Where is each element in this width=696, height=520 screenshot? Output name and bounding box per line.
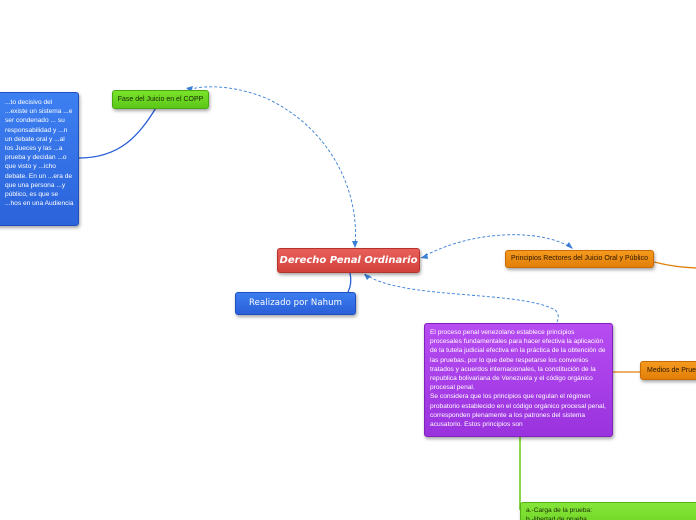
fase-juicio-note-node[interactable]: ...to decisivo del ...existe un sistema … xyxy=(0,92,79,226)
medios-prueba-label: Medios de Prueb xyxy=(647,367,696,374)
arrowhead-central-top xyxy=(352,241,358,248)
link-central-principios xyxy=(420,234,573,259)
fase-juicio-node[interactable]: Fase del Juicio en el COPP xyxy=(112,90,209,109)
central-topic-label: Derecho Penal Ordinario xyxy=(279,255,418,266)
link-central-proceso xyxy=(364,273,559,323)
proceso-penal-text: El proceso penal venezolano establece pr… xyxy=(430,329,606,429)
central-topic-node[interactable]: Derecho Penal Ordinario xyxy=(277,248,420,273)
proceso-penal-node[interactable]: El proceso penal venezolano establece pr… xyxy=(424,323,613,437)
carga-prueba-text: a.-Carga de la prueba: b.-libertad de pr… xyxy=(526,507,592,520)
link-principios-right xyxy=(653,261,696,269)
arrowhead-central-right xyxy=(421,253,428,259)
fase-juicio-label: Fase del Juicio en el COPP xyxy=(117,96,204,103)
fase-juicio-note-text: ...to decisivo del ...existe un sistema … xyxy=(5,99,74,208)
link-central-fase xyxy=(187,86,356,248)
author-node[interactable]: Realizado por Nahum Rivero xyxy=(235,292,356,315)
link-fase-leftnote xyxy=(78,105,158,159)
author-label: Realizado por Nahum Rivero xyxy=(249,298,342,308)
arrowhead-principios xyxy=(566,242,573,249)
carga-prueba-node[interactable]: a.-Carga de la prueba: b.-libertad de pr… xyxy=(520,502,696,520)
principios-rectores-node[interactable]: Principios Rectores del Juicio Oral y Pú… xyxy=(505,250,654,268)
link-central-author xyxy=(347,272,352,293)
arrowhead-central-bottom xyxy=(364,274,371,280)
medios-prueba-node[interactable]: Medios de Prueb xyxy=(640,361,696,380)
principios-rectores-label: Principios Rectores del Juicio Oral y Pú… xyxy=(511,255,648,262)
